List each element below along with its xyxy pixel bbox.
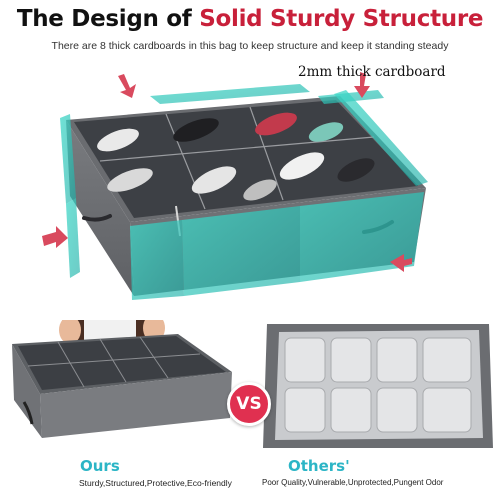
title-dark-part: The Design of [16,6,200,32]
ours-bag [12,334,232,438]
arrow-bottom-left-icon [42,226,68,248]
others-description: Poor Quality,Vulnerable,Unprotected,Pung… [262,478,444,487]
title-accent-part: Solid Sturdy Structure [199,6,484,32]
arrow-top-right-icon [354,72,370,98]
others-label: Others' [288,457,350,475]
cardboard-thickness-label: 2mm thick cardboard [298,64,446,80]
others-product-photo [257,320,500,453]
others-compartments [284,337,472,433]
cardboard-panels [60,84,428,300]
page-title: The Design of Solid Sturdy Structure [0,6,500,32]
vs-badge-icon: VS [227,382,271,426]
ours-description: Sturdy,Structured,Protective,Eco-friendl… [79,478,232,488]
hero-illustration [42,72,428,300]
shoes [97,112,375,201]
arrow-bottom-right-icon [390,254,412,272]
arrow-top-left-icon [118,74,136,98]
ours-label: Ours [80,457,120,475]
page-subtitle: There are 8 thick cardboards in this bag… [51,40,449,52]
ours-product-photo [0,320,252,453]
